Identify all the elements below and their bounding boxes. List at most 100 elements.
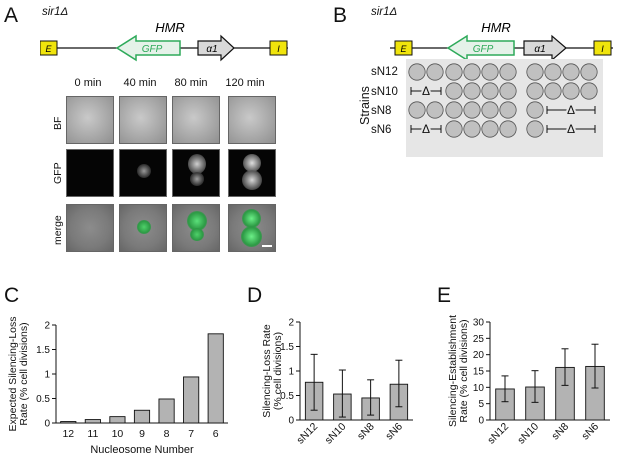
strain-label: sN10 xyxy=(371,86,398,98)
nucleosome xyxy=(544,63,562,81)
y-axis-label: Silencing-Establishment xyxy=(447,315,459,427)
deletion-symbol: Δ xyxy=(422,122,430,136)
panel-a-locus-label: HMR xyxy=(155,20,185,35)
row-label-merge: merge xyxy=(52,215,64,245)
panel-a-i-label: I xyxy=(277,44,280,54)
strain-label: sN8 xyxy=(371,105,392,117)
scale-bar xyxy=(262,245,272,247)
y-tick-label: 15 xyxy=(473,367,485,378)
micrograph-gfp-0min xyxy=(66,149,114,197)
micrograph-gfp-80min xyxy=(172,149,220,197)
y-axis-label: (% cell divisions) xyxy=(272,332,284,410)
nucleosome xyxy=(408,63,426,81)
y-tick-label: 1.5 xyxy=(36,345,50,356)
micrograph-gfp-120min xyxy=(228,149,276,197)
micrograph-bf-40min xyxy=(119,96,167,144)
nucleosome xyxy=(463,63,481,81)
panel-a-gfp-arrow xyxy=(115,34,181,62)
panel-b-i-label: I xyxy=(601,44,604,54)
nucleosome xyxy=(408,101,426,119)
x-tick-label: sN10 xyxy=(515,421,541,447)
y-tick-label: 1 xyxy=(288,367,294,378)
bar xyxy=(183,376,200,424)
x-tick-label: sN6 xyxy=(383,421,405,443)
panel-a-a1-arrow xyxy=(197,34,235,62)
panel-a-a1-label: α1 xyxy=(206,44,217,55)
timepoint-label: 0 min xyxy=(74,77,102,89)
y-tick-label: 1 xyxy=(44,370,50,381)
x-tick-label: sN10 xyxy=(323,421,349,447)
panel-b-e-silencer xyxy=(394,40,413,56)
nucleosome xyxy=(445,101,463,119)
nucleosome xyxy=(481,120,499,138)
panel-b-genotype: sir1Δ xyxy=(371,6,398,18)
micrograph-merge-40min xyxy=(119,204,167,252)
x-tick-label: 11 xyxy=(87,428,98,440)
nucleosome xyxy=(463,120,481,138)
y-tick-label: 2 xyxy=(44,321,50,332)
nucleosome xyxy=(426,101,444,119)
nucleosome xyxy=(526,63,544,81)
micrograph-merge-0min xyxy=(66,204,114,252)
bar xyxy=(84,419,101,424)
panel-a-i-silencer xyxy=(269,40,288,56)
panel-a-e-label: E xyxy=(45,44,52,54)
x-tick-label: sN12 xyxy=(294,421,320,447)
nucleosome xyxy=(426,63,444,81)
nucleosome xyxy=(445,82,463,100)
y-axis-label: Expected Silencing-Loss xyxy=(7,317,19,432)
panel-a-letter: A xyxy=(4,4,19,27)
panel-a-gfp-label: GFP xyxy=(142,44,163,55)
panel-d-letter: D xyxy=(247,284,263,307)
deletion-symbol: Δ xyxy=(422,84,430,98)
timepoint-label: 80 min xyxy=(174,77,208,89)
strain-label: sN6 xyxy=(371,124,392,136)
bar xyxy=(207,333,224,424)
y-axis-label: Rate (% cell divisions) xyxy=(458,319,470,422)
x-tick-label: sN8 xyxy=(549,421,571,443)
strain-label: sN12 xyxy=(371,66,398,78)
timepoint-label: 40 min xyxy=(123,77,157,89)
y-axis-label: Rate (% cell divisions) xyxy=(18,322,30,425)
x-tick-label: sN6 xyxy=(579,421,601,443)
y-tick-label: 1.5 xyxy=(280,342,294,353)
nucleosome xyxy=(481,82,499,100)
strains-axis-label: Strains xyxy=(358,86,372,125)
y-tick-label: 30 xyxy=(473,318,485,329)
y-tick-label: 0.5 xyxy=(36,394,50,405)
y-tick-label: 0 xyxy=(478,416,484,427)
y-tick-label: 10 xyxy=(473,383,485,394)
x-tick-label: 7 xyxy=(188,428,194,440)
nucleosome xyxy=(580,82,598,100)
x-tick-label: sN8 xyxy=(355,421,377,443)
nucleosome xyxy=(526,120,544,138)
nucleosome xyxy=(499,63,517,81)
panel-b-a1-arrow xyxy=(523,34,567,62)
y-tick-label: 25 xyxy=(473,334,485,345)
y-tick-label: 20 xyxy=(473,350,485,361)
panel-b-letter: B xyxy=(333,4,348,27)
micrograph-bf-0min xyxy=(66,96,114,144)
bar xyxy=(158,398,175,424)
bar xyxy=(60,421,77,424)
nucleosome xyxy=(526,101,544,119)
x-tick-label: sN12 xyxy=(485,421,511,447)
micrograph-bf-120min xyxy=(228,96,276,144)
nucleosome xyxy=(499,82,517,100)
timepoint-label: 120 min xyxy=(225,77,265,89)
nucleosome xyxy=(499,120,517,138)
micrograph-merge-120min xyxy=(228,204,276,252)
y-tick-label: 2 xyxy=(288,318,294,329)
bar xyxy=(109,416,126,424)
x-tick-label: 12 xyxy=(62,428,74,440)
panel-c-letter: C xyxy=(4,284,20,307)
y-axis-label: Silencing-Loss Rate xyxy=(261,324,273,418)
panel-b-locus-diagram: HMR E GFP α1 I xyxy=(390,20,613,62)
nucleosome xyxy=(544,82,562,100)
nucleosome xyxy=(481,63,499,81)
nucleosome xyxy=(463,101,481,119)
panel-b-gfp-arrow xyxy=(446,34,515,62)
